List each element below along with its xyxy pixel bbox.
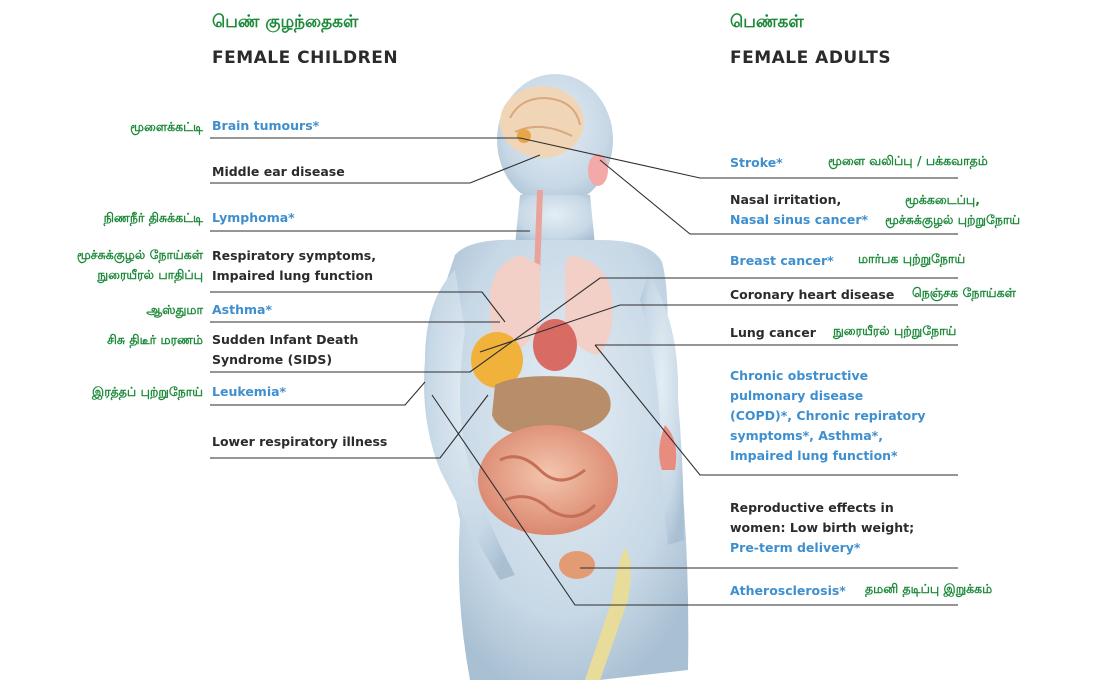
middle-ear-label: Middle ear disease — [212, 164, 345, 180]
reproductive-label-2: women: Low birth weight; — [730, 520, 914, 536]
breast-cancer-label: Breast cancer* — [730, 253, 834, 269]
children-heading-tamil: பெண் குழந்தைகள் — [212, 12, 358, 34]
stroke-label: Stroke* — [730, 155, 783, 171]
impaired-lung-label: Impaired lung function — [212, 268, 373, 284]
nasal-irritation-label: Nasal irritation, — [730, 192, 841, 208]
lymphoma-label: Lymphoma* — [212, 210, 295, 226]
nasal-sinus-cancer-label: Nasal sinus cancer* — [730, 212, 868, 228]
preterm-label: Pre-term delivery* — [730, 540, 860, 556]
leukemia-label: Leukemia* — [212, 384, 286, 400]
lung-cancer-tamil-label: நுரையீரல் புற்றுநோய் — [833, 323, 956, 339]
sids-label-1: Sudden Infant Death — [212, 332, 358, 348]
atherosclerosis-label: Atherosclerosis* — [730, 583, 846, 599]
brain-tumours-label: Brain tumours* — [212, 118, 319, 134]
coronary-tamil-label: நெஞ்சக நோய்கள் — [912, 285, 1016, 301]
nasal-sinus-cancer-tamil-label: மூச்சுக்குழல் புற்றுநோய் — [885, 212, 1020, 228]
brain — [500, 86, 584, 158]
stroke-tamil-label: மூளை வலிப்பு / பக்கவாதம் — [828, 153, 988, 169]
respiratory-tamil-label-1: மூச்சுக்குழல் நோய்கள் — [77, 247, 203, 263]
children-heading: FEMALE CHILDREN — [212, 48, 398, 68]
sids-tamil-label: சிசு திடீர் மரணம் — [107, 332, 203, 348]
lower-respiratory-label: Lower respiratory illness — [212, 434, 387, 450]
respiratory-symptoms-label: Respiratory symptoms, — [212, 248, 376, 264]
copd-label-4: symptoms*, Asthma*, — [730, 428, 883, 444]
reproductive-label-1: Reproductive effects in — [730, 500, 894, 516]
copd-label-1: Chronic obstructive — [730, 368, 868, 384]
sids-label-2: Syndrome (SIDS) — [212, 352, 332, 368]
nasal-irritation-tamil-label: மூக்கடைப்பு, — [905, 192, 980, 208]
lung-cancer-label: Lung cancer — [730, 325, 816, 341]
lymphoma-tamil-label: நிணநீர் திசுக்கட்டி — [104, 210, 203, 226]
asthma-tamil-label: ஆஸ்துமா — [146, 302, 203, 318]
leukemia-tamil-label: இரத்தப் புற்றுநோய் — [92, 384, 203, 400]
adults-heading: FEMALE ADULTS — [730, 48, 891, 68]
brain-tamil-label: மூளைக்கட்டி — [130, 119, 203, 135]
copd-label-2: pulmonary disease — [730, 388, 863, 404]
breast-cancer-tamil-label: மார்பக புற்றுநோய் — [858, 251, 965, 267]
mouth-nose — [588, 154, 608, 186]
atherosclerosis-tamil-label: தமனி தடிப்பு இறுக்கம் — [865, 581, 992, 597]
copd-label-5: Impaired lung function* — [730, 448, 898, 464]
coronary-label: Coronary heart disease — [730, 287, 894, 303]
copd-label-3: (COPD)*, Chronic repiratory — [730, 408, 926, 424]
asthma-label: Asthma* — [212, 302, 272, 318]
adults-heading-tamil: பெண்கள் — [730, 12, 804, 34]
respiratory-tamil-label-2: நுரையீரல் பாதிப்பு — [97, 267, 203, 283]
